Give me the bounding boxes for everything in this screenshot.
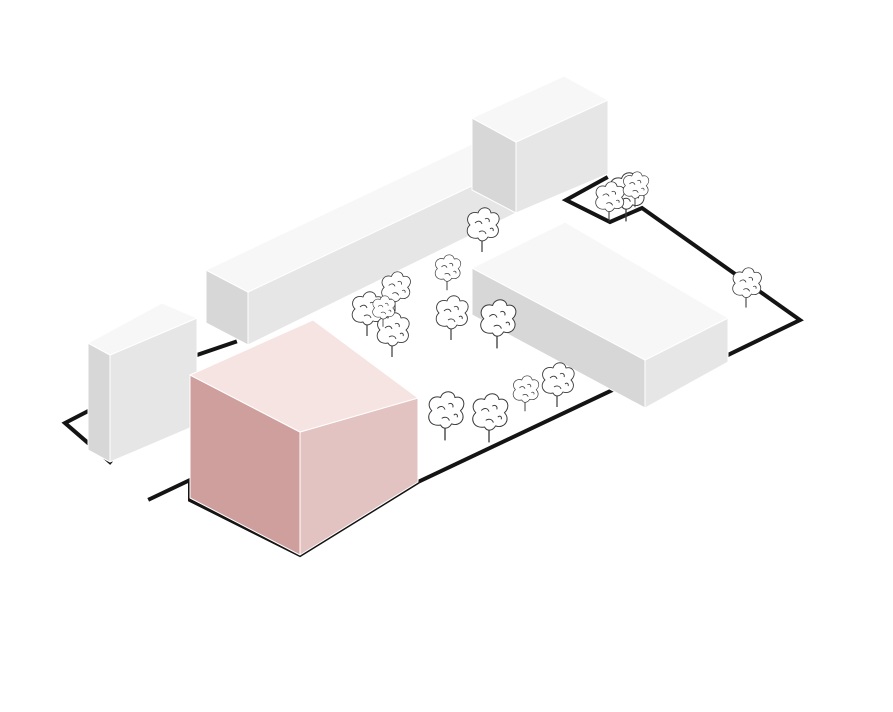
tree-icon	[480, 299, 517, 349]
tree-icon	[732, 267, 762, 308]
west-tower-left-face	[87, 342, 111, 463]
tree-icon	[428, 391, 465, 441]
tree-crown	[435, 295, 469, 330]
slab-end-top-face	[471, 75, 609, 143]
tree-crown	[541, 362, 575, 397]
trees	[351, 171, 762, 443]
tree-icon	[512, 375, 540, 412]
tree-crown	[622, 171, 650, 199]
west-tower-top-face	[87, 302, 198, 356]
tree-crown	[381, 271, 411, 302]
east-block-top-face	[471, 221, 729, 361]
west-tower	[87, 302, 198, 463]
tree-icon	[376, 312, 410, 357]
tree-icon	[372, 295, 396, 327]
tree-crown	[466, 207, 500, 242]
tree-crown	[376, 312, 410, 347]
proposed-cube	[189, 319, 419, 556]
tree-crown	[372, 295, 396, 320]
tree-crown	[472, 393, 509, 431]
cube-top-face	[189, 319, 419, 433]
tree-crown	[595, 181, 625, 212]
tree-crown	[480, 299, 517, 337]
tree-crown	[434, 254, 462, 282]
tree-icon	[622, 171, 650, 208]
tree-icon	[595, 181, 625, 222]
tree-icon	[434, 254, 462, 291]
east-low-block	[471, 221, 729, 409]
tree-crown	[428, 391, 465, 429]
slab-end-block	[471, 75, 609, 214]
tree-icon	[435, 295, 469, 340]
tree-crown	[732, 267, 762, 298]
tree-icon	[472, 393, 509, 443]
tree-icon	[541, 362, 575, 407]
tree-crown	[512, 375, 540, 403]
tree-icon	[466, 207, 500, 252]
